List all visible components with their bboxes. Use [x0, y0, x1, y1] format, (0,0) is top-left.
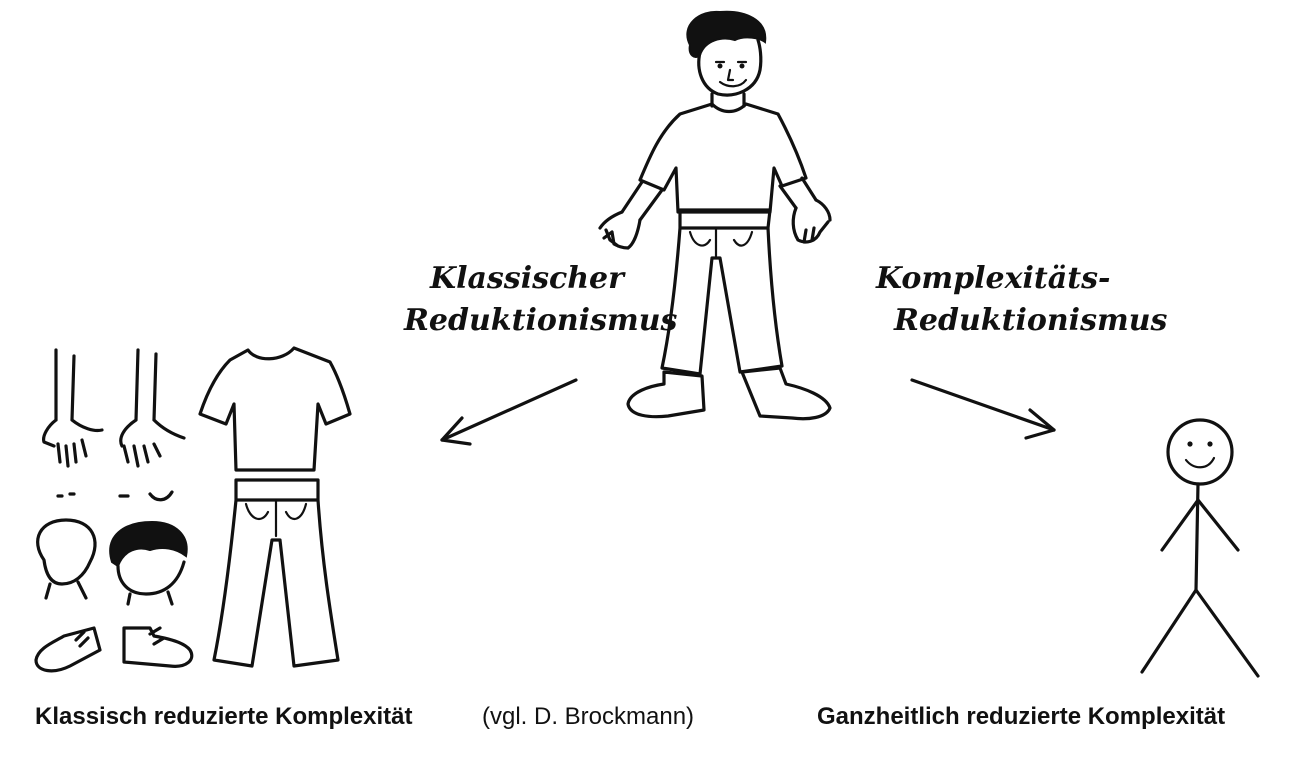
part-head: [36, 518, 97, 600]
part-tshirt: [198, 346, 352, 472]
part-head-with-hair: [116, 560, 186, 606]
caption-holistic-reduced-complexity: Ganzheitlich reduzierte Komplexität: [817, 703, 1226, 730]
figure-left-arm: [620, 180, 664, 222]
caption-classic-reduced-complexity: Klassisch reduzierte Komplexität: [35, 703, 413, 730]
label-classic-reductionism-line2: Reduktionismus: [403, 303, 678, 338]
stick-figure-arms: [1160, 498, 1240, 552]
figure-hair: [686, 10, 767, 58]
detailed-person-figure: [598, 10, 832, 421]
part-left-arm: [42, 348, 104, 468]
part-right-arm: [119, 348, 186, 468]
figure-right-shoe: [740, 366, 832, 421]
label-classic-reductionism-line1: Klassischer: [429, 261, 626, 296]
part-right-shoe: [122, 626, 194, 668]
stick-figure-head: [1166, 418, 1234, 486]
figure-left-shoe: [626, 370, 706, 419]
label-complexity-reductionism-line1: Komplexitäts-: [875, 261, 1110, 296]
arrow-right: [910, 378, 1056, 440]
figure-left-hand: [598, 210, 642, 250]
label-complexity-reductionism-line2: Reduktionismus: [893, 303, 1168, 338]
figure-right-arm: [778, 176, 818, 210]
caption-source-citation: (vgl. D. Brockmann): [482, 703, 695, 730]
part-hair: [109, 520, 188, 568]
disassembled-parts-group: [34, 346, 352, 673]
part-left-shoe: [34, 626, 102, 673]
figure-face: [697, 38, 763, 97]
part-mouth: [148, 490, 174, 502]
figure-tshirt: [638, 102, 808, 214]
arrow-left: [440, 378, 578, 446]
figure-trousers: [660, 208, 784, 376]
part-trousers: [212, 478, 340, 668]
stick-figure-legs: [1140, 588, 1260, 678]
stick-figure: [1140, 418, 1260, 678]
figure-right-hand: [791, 198, 832, 244]
part-eyes: [56, 492, 130, 498]
